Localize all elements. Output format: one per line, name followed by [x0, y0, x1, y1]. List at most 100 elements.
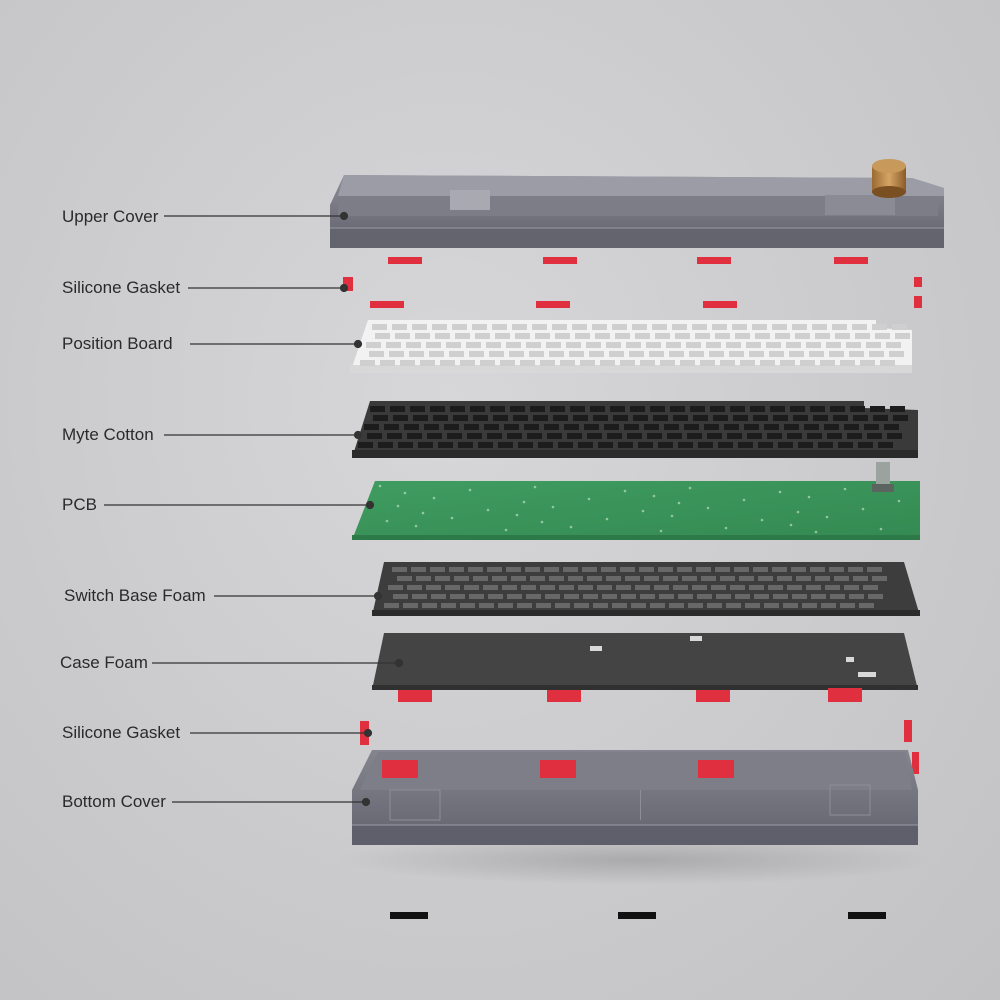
cutout	[753, 415, 768, 421]
cutout	[892, 324, 907, 330]
leader-lines	[104, 211, 404, 807]
cutout	[413, 415, 428, 421]
cutout	[863, 585, 878, 590]
cutout	[507, 594, 522, 599]
cutout	[773, 594, 788, 599]
cutout	[430, 567, 445, 572]
cutout	[746, 342, 761, 348]
cutout	[752, 324, 767, 330]
cutout	[853, 415, 868, 421]
cutout	[806, 585, 821, 590]
cutout	[407, 585, 422, 590]
cutout	[360, 360, 375, 366]
pcb-via	[403, 491, 407, 495]
cutout	[850, 406, 865, 412]
cutout	[386, 342, 401, 348]
cutout	[393, 415, 408, 421]
pcb-via	[378, 484, 382, 488]
cutout	[649, 351, 664, 357]
cutout	[790, 406, 805, 412]
label-silicone-gasket-top: Silicone Gasket	[62, 278, 181, 297]
cutout	[375, 333, 390, 339]
cutout	[880, 360, 895, 366]
cutout	[538, 442, 553, 448]
cutout	[478, 442, 493, 448]
pcb-via	[724, 526, 728, 530]
cutout	[853, 576, 868, 581]
cutout	[884, 424, 899, 430]
cutout	[535, 333, 550, 339]
pcb-via	[652, 494, 656, 498]
cutout	[688, 603, 703, 608]
cutout	[555, 333, 570, 339]
cutout	[846, 342, 861, 348]
upper-cover	[330, 175, 944, 248]
cutout	[653, 415, 668, 421]
cutout	[533, 415, 548, 421]
cutout	[583, 594, 598, 599]
pcb-via	[468, 488, 472, 492]
cutout	[424, 424, 439, 430]
label-bottom-cover: Bottom Cover	[62, 792, 166, 811]
cutout	[655, 333, 670, 339]
pcb-via	[540, 520, 544, 524]
cutout	[638, 442, 653, 448]
cutout	[572, 324, 587, 330]
cutout	[498, 603, 513, 608]
pcb-via	[670, 514, 674, 518]
cutout	[709, 351, 724, 357]
cutout	[812, 324, 827, 330]
cutout	[744, 424, 759, 430]
myte-cotton	[352, 401, 918, 458]
cutout	[454, 576, 469, 581]
pcb-via	[432, 496, 436, 500]
pcb-via	[861, 507, 865, 511]
cutout	[878, 442, 893, 448]
pcb-via	[533, 485, 537, 489]
cutout	[550, 406, 565, 412]
cutout	[606, 576, 621, 581]
cutout	[859, 603, 874, 608]
cutout	[690, 406, 705, 412]
cutout	[698, 442, 713, 448]
cutout	[704, 424, 719, 430]
cutout	[620, 567, 635, 572]
cutout	[711, 585, 726, 590]
cutout	[532, 324, 547, 330]
cutout	[366, 342, 381, 348]
cutout	[400, 360, 415, 366]
cutout	[460, 603, 475, 608]
cutout	[560, 360, 575, 366]
cutout	[544, 424, 559, 430]
cutout	[686, 342, 701, 348]
cutout	[604, 424, 619, 430]
cutout	[701, 576, 716, 581]
cutout	[518, 442, 533, 448]
cutout	[364, 424, 379, 430]
cutout	[558, 442, 573, 448]
cutout	[772, 324, 787, 330]
cutout	[492, 576, 507, 581]
cutout	[616, 585, 631, 590]
pcb-via	[396, 504, 400, 508]
cutout	[700, 360, 715, 366]
cutout	[712, 324, 727, 330]
cutout	[895, 333, 910, 339]
cutout	[493, 415, 508, 421]
cutout	[521, 585, 536, 590]
label-switch-base-foam: Switch Base Foam	[64, 586, 206, 605]
cutout	[793, 415, 808, 421]
cutout	[466, 342, 481, 348]
cutout	[509, 351, 524, 357]
cutout	[692, 324, 707, 330]
cutout	[730, 406, 745, 412]
cutout	[796, 576, 811, 581]
cutout	[669, 603, 684, 608]
cutout	[426, 342, 441, 348]
cutout	[587, 576, 602, 581]
cutout	[659, 594, 674, 599]
cutout	[464, 424, 479, 430]
cutout	[564, 424, 579, 430]
cutout	[600, 360, 615, 366]
cutout	[753, 567, 768, 572]
